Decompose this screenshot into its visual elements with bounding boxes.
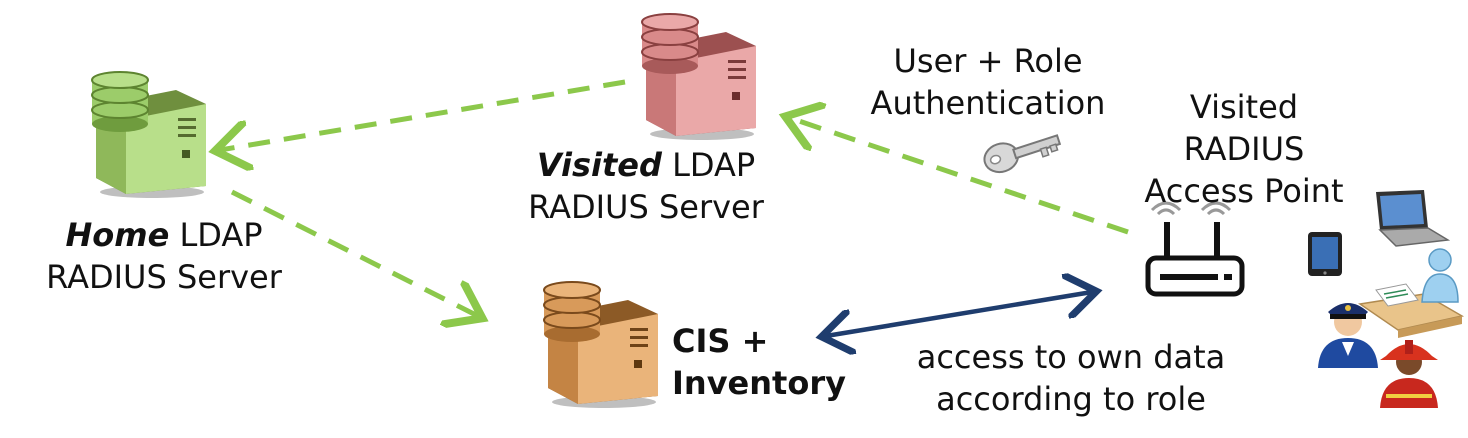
auth-line2: Authentication — [870, 84, 1106, 122]
cis-server-label: CIS + Inventory — [672, 320, 846, 404]
visited-server-label: Visited LDAP RADIUS Server — [508, 144, 784, 228]
wifi-icon — [1150, 201, 1232, 216]
data-line1: access to own data — [916, 338, 1226, 376]
data-line2: according to role — [936, 380, 1206, 418]
visited-line2: RADIUS Server — [528, 188, 764, 226]
auth-line1: User + Role — [893, 42, 1083, 80]
ap-line3: Access Point — [1144, 172, 1344, 210]
home-line2: RADIUS Server — [46, 258, 282, 296]
server-icon — [543, 281, 658, 408]
laptop-icon — [1376, 190, 1450, 247]
auth-edge-label: User + Role Authentication — [858, 40, 1118, 124]
arrow-home-to-cis — [230, 189, 478, 316]
server-icon — [641, 13, 756, 140]
home-line1-rest: LDAP — [179, 216, 263, 254]
tablet-icon — [1308, 232, 1342, 276]
data-edge-label: access to own data according to role — [896, 336, 1246, 420]
visited-line1-rest: LDAP — [672, 146, 756, 184]
arrow-accesspoint-to-visited — [790, 118, 1129, 235]
access-point-label: Visited RADIUS Access Point — [1124, 86, 1364, 212]
ap-line1: Visited — [1189, 88, 1299, 126]
office-worker-icon — [1358, 248, 1465, 338]
home-emph: Home — [65, 216, 170, 254]
arrow-visited-to-home — [220, 79, 626, 150]
ap-line2: RADIUS — [1183, 130, 1305, 168]
router-icon — [1145, 201, 1245, 297]
key-icon — [983, 134, 1062, 174]
firefighter-icon — [1380, 340, 1438, 408]
home-server-label: Home LDAP RADIUS Server — [30, 214, 298, 298]
visited-emph: Visited — [536, 146, 662, 184]
cis-line1: CIS + — [672, 322, 769, 360]
police-officer-icon — [1318, 303, 1378, 368]
server-icon — [91, 71, 206, 198]
cis-line2: Inventory — [672, 364, 846, 402]
arrow-cis-accesspoint — [826, 292, 1092, 336]
